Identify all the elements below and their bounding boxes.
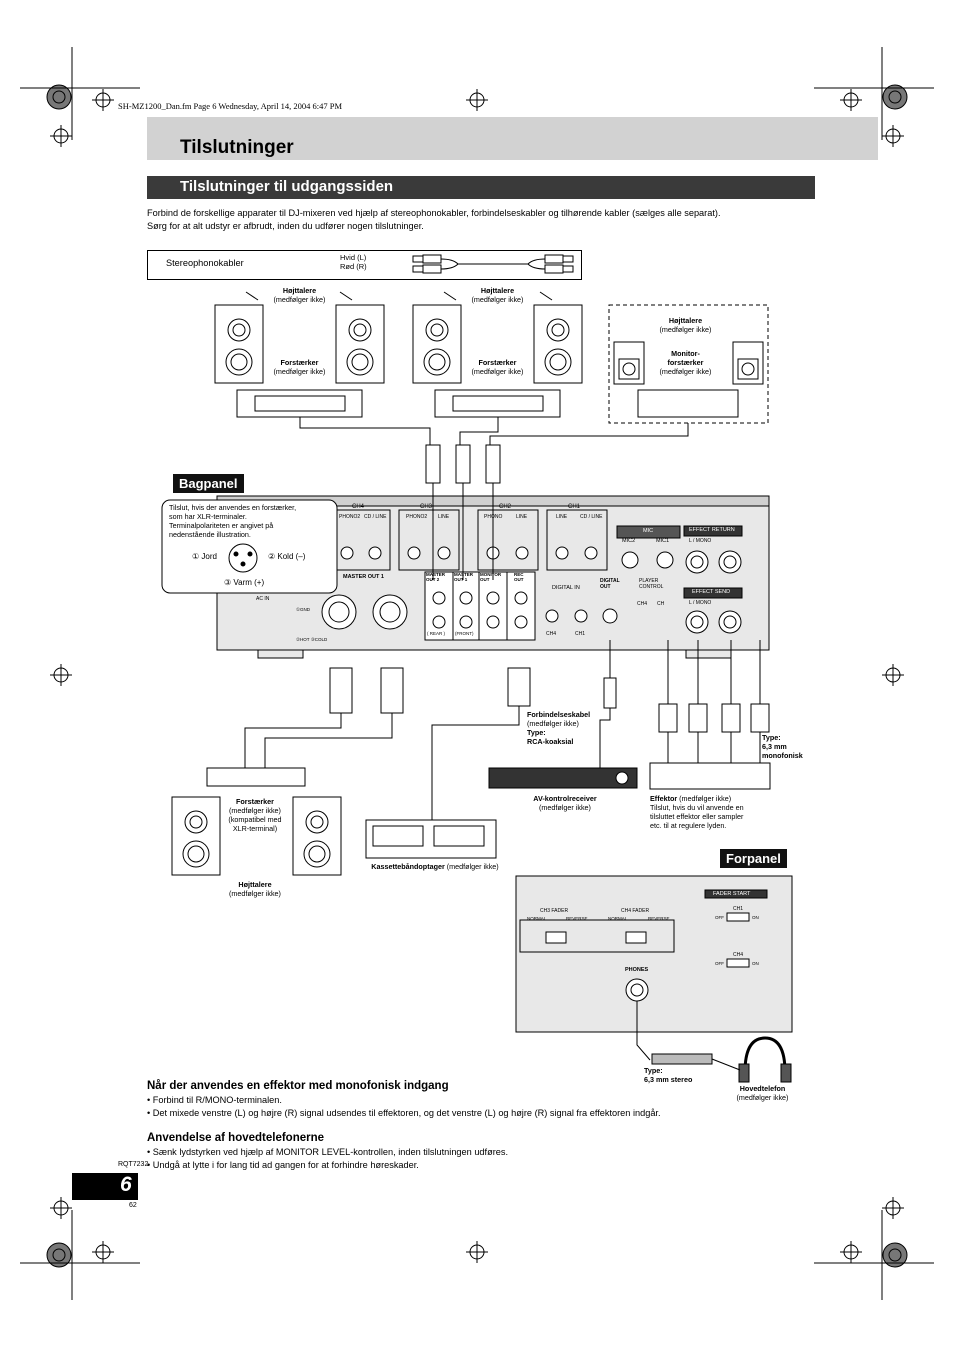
file-info: SH-MZ1200_Dan.fm Page 6 Wednesday, April… <box>118 101 343 111</box>
rqt-code: RQT7232 <box>118 1161 149 1168</box>
effect-send-label: EFFECT SEND <box>692 589 731 595</box>
page-title: Tilslutninger <box>180 137 294 158</box>
headphones-label: Hovedtelefon(medfølger ikke) <box>736 1084 789 1102</box>
ch4-fs-label: CH4 <box>733 952 744 958</box>
white-label: Hvid (L) <box>340 253 367 262</box>
ch4-fader-label: CH4 FADER <box>621 908 650 914</box>
page-number-box: 6 <box>72 1173 138 1200</box>
effector-label: Effektor (medfølger ikke)Tilslut, hvis d… <box>650 794 744 830</box>
effect-return-label: EFFECT RETURN <box>689 527 735 533</box>
intro-line-1: Forbind de forskellige apparater til DJ-… <box>147 208 721 218</box>
front-label: (FRONT) <box>455 631 474 636</box>
mic-label: MIC <box>643 528 654 534</box>
mono-heading: Når der anvendes en effektor med monofon… <box>147 1080 449 1092</box>
ch2-label: CH2 <box>499 504 512 510</box>
phones-heading: Anvendelse af hovedtelefonerne <box>147 1132 325 1144</box>
ch1-fs-label: CH1 <box>733 906 744 912</box>
xlr-note: Tilslut, hvis der anvendes en forstærker… <box>169 503 297 539</box>
speaker-pair-2 <box>412 291 583 384</box>
forpanel-label: Forpanel <box>720 849 787 868</box>
phones-item-2: • Undgå at lytte i for lang tid ad gange… <box>147 1160 419 1170</box>
on-1-label: ON <box>752 915 759 920</box>
reverse-1-label: REVERSE <box>566 916 588 921</box>
ch3-label: CH3 <box>420 504 433 510</box>
cd-line-label-b: CD / LINE <box>580 514 603 520</box>
ch3-fader-label: CH3 FADER <box>540 908 569 914</box>
digital-in-label: DIGITAL IN <box>552 585 580 591</box>
pin-cold: ② Kold (–) <box>268 552 306 561</box>
ch1-digital-label: CH1 <box>575 631 586 637</box>
l-mono-label-b: L / MONO <box>689 600 712 606</box>
master-out1-xlr-label: MASTER OUT 1 <box>343 574 384 580</box>
line-label: LINE <box>438 514 450 520</box>
mono-item-1: • Forbind til R/MONO-terminalen. <box>147 1095 282 1105</box>
amp-1-label: Forstærker(medfølger ikke) <box>273 358 326 376</box>
off-2-label: OFF <box>715 961 724 966</box>
normal-1-label: NORMAL <box>527 916 547 921</box>
reverse-2-label: REVERSE <box>648 916 670 921</box>
normal-2-label: NORMAL <box>608 916 628 921</box>
speakers-mon-label: Højttalere(medfølger ikke) <box>659 316 712 334</box>
amp-2-label: Forstærker(medfølger ikke) <box>471 358 524 376</box>
ch4-label: CH4 <box>352 504 365 510</box>
intro-line-2: Sørg for at alt udstyr er afbrudt, inden… <box>147 221 424 231</box>
bagpanel-label: Bagpanel <box>173 474 244 493</box>
l-mono-label: L / MONO <box>689 538 712 544</box>
red-label: Rød (R) <box>340 262 367 271</box>
ch4-player-label: CH4 <box>637 601 648 607</box>
ch1-label: CH1 <box>568 504 581 510</box>
speakers-1-label: Højttalere(medfølger ikke) <box>273 286 326 304</box>
speakers-2-label: Højttalere(medfølger ikke) <box>471 286 524 304</box>
phones-item-1: • Sænk lydstyrken ved hjælp af MONITOR L… <box>147 1147 509 1157</box>
speakers-low-label: Højttalere(medfølger ikke) <box>229 880 281 898</box>
sub-page-number: 62 <box>129 1202 137 1209</box>
phones-type-label: Type:6,3 mm stereo <box>644 1066 693 1084</box>
title-band <box>147 117 878 160</box>
line-label-c: LINE <box>556 514 568 520</box>
ch1-player-label: CH <box>657 601 665 607</box>
pin-ground: ① Jord <box>192 552 217 561</box>
rear-label: ( REAR ) <box>427 631 445 636</box>
av-receiver-label: AV-kontrolreceiver(medfølger ikke) <box>533 794 597 812</box>
phono2-label-b: PHONO2 <box>406 514 428 520</box>
speaker-pair-1 <box>214 291 385 384</box>
amp-xlr-label: Forstærker(medfølger ikke)(kompatibel me… <box>228 797 282 833</box>
mic1-label: MIC1 <box>656 538 670 544</box>
phones-label: PHONES <box>625 967 649 973</box>
section-title: Tilslutninger til udgangssiden <box>180 178 394 195</box>
gnd-label: ①GND <box>296 607 311 612</box>
phono2-label: PHONO2 <box>339 514 361 520</box>
page-number: 6 <box>120 1173 132 1196</box>
monitor-amp-label: Monitor-forstærker(medfølger ikke) <box>659 349 712 376</box>
on-2-label: ON <box>752 961 759 966</box>
mono-item-2: • Det mixede venstre (L) og højre (R) si… <box>147 1108 661 1118</box>
cable-legend <box>147 250 582 280</box>
cd-line-label: CD / LINE <box>364 514 387 520</box>
phono-label: PHONO <box>484 514 503 520</box>
fader-start-label: FADER START <box>713 891 751 897</box>
pin-hot: ③ Varm (+) <box>224 578 265 587</box>
cable-legend-label: Stereophonokabler <box>166 258 244 268</box>
conn-cable-label: Forbindelseskabel(medfølger ikke)Type:RC… <box>527 710 591 746</box>
line-label-b: LINE <box>516 514 528 520</box>
ac-in-label: AC IN <box>256 596 270 602</box>
section-bar <box>147 176 815 199</box>
off-1-label: OFF <box>715 915 724 920</box>
hot-cold-label: ②HOT ③COLD <box>296 637 328 642</box>
cable-icon <box>412 254 574 274</box>
cassette-label: Kassettebåndoptager (medfølger ikke) <box>371 862 499 871</box>
mic2-label: MIC2 <box>622 538 636 544</box>
ch4-digital-label: CH4 <box>546 631 557 637</box>
intro-text: Forbind de forskellige apparater til DJ-… <box>147 207 721 233</box>
